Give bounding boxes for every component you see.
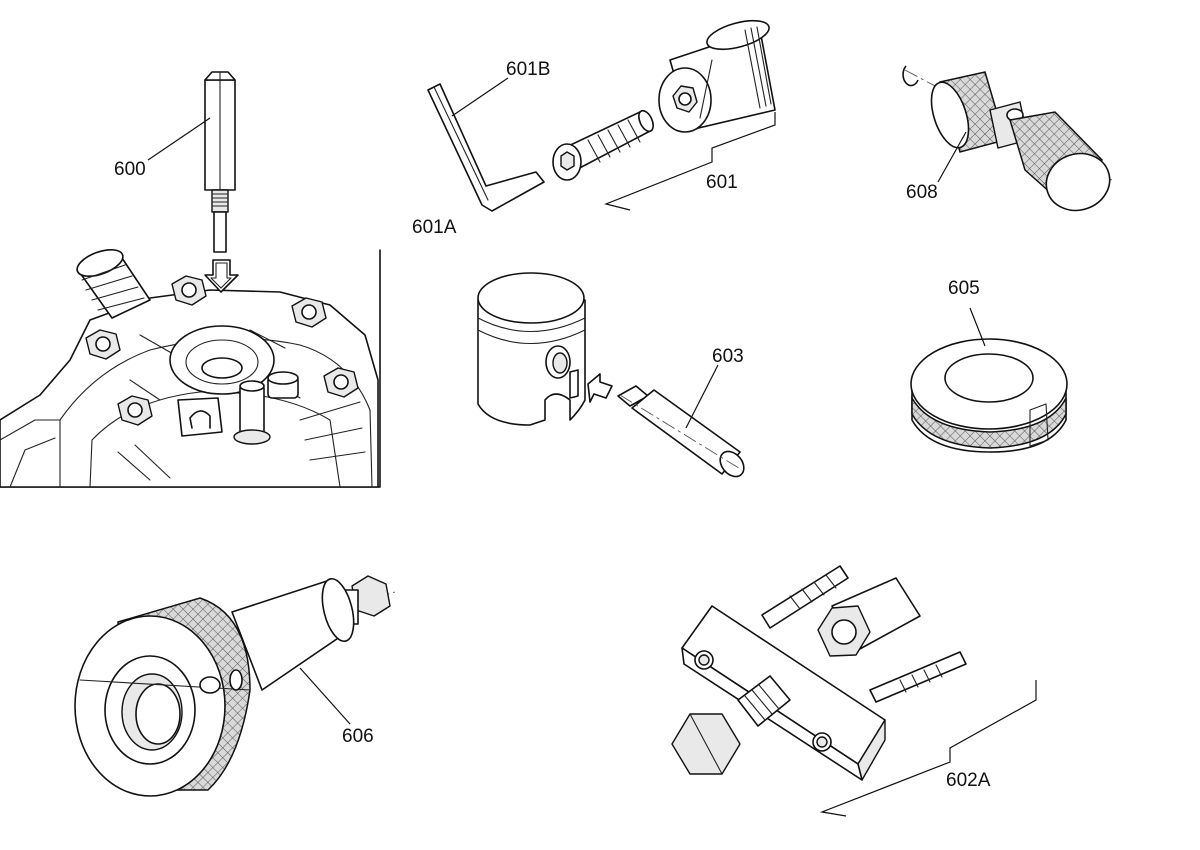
tool-603-piston-pin-driver xyxy=(617,364,745,478)
tool-608-knurled-tool xyxy=(902,65,1113,212)
callout-600: 600 xyxy=(114,159,146,180)
callout-601b: 601B xyxy=(506,59,550,80)
tool-602a-bar-puller xyxy=(671,565,1037,817)
insert-arrow-icon xyxy=(204,259,239,293)
callout-606: 606 xyxy=(342,726,374,747)
head-nut xyxy=(117,395,153,426)
callout-608: 608 xyxy=(906,182,938,203)
callout-601: 601 xyxy=(706,172,738,193)
head-nut xyxy=(85,329,121,360)
callout-605: 605 xyxy=(948,278,980,299)
tool-606-flywheel-puller xyxy=(74,575,396,797)
tool-600-hex-socket-driver xyxy=(147,71,236,253)
callout-602a: 602A xyxy=(946,770,991,791)
tool-601-socket-head-screw xyxy=(552,109,654,181)
callout-603: 603 xyxy=(712,346,744,367)
cylinder-head-illustration xyxy=(0,249,381,488)
insert-arrow-icon xyxy=(587,373,613,403)
tool-605-retaining-ring xyxy=(910,307,1068,453)
tool-601-threaded-sleeve xyxy=(604,19,776,211)
head-nut xyxy=(323,367,359,398)
head-nut xyxy=(291,297,327,328)
tool-601a-allen-key xyxy=(427,77,545,212)
callout-601a: 601A xyxy=(412,217,457,238)
head-nut xyxy=(171,275,207,306)
piston-illustration xyxy=(477,272,613,426)
